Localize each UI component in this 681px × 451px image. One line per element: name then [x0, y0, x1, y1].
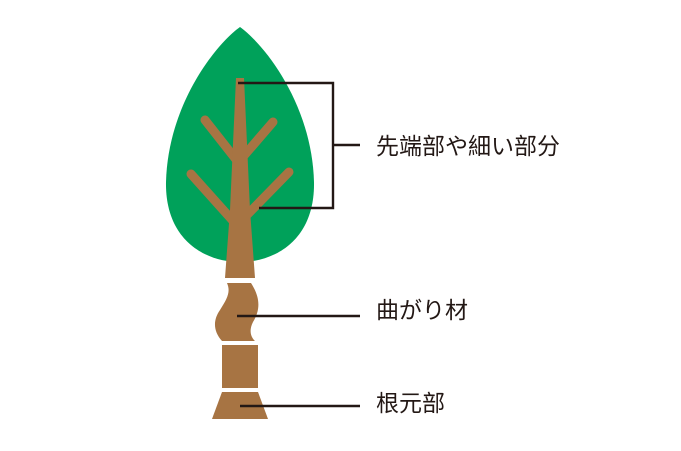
branch-lower-right: [241, 167, 294, 221]
branch-lower-left: [186, 169, 239, 227]
label-curved-wood: 曲がり材: [376, 298, 468, 324]
trunk-tip-section: [225, 78, 255, 278]
trunk-curved-section: [214, 283, 259, 341]
label-tip-thin-part: 先端部や細い部分: [376, 134, 560, 160]
label-root-part: 根元部: [376, 391, 445, 417]
trunk-straight-section: [222, 345, 258, 388]
bracket-top: [238, 81, 360, 210]
